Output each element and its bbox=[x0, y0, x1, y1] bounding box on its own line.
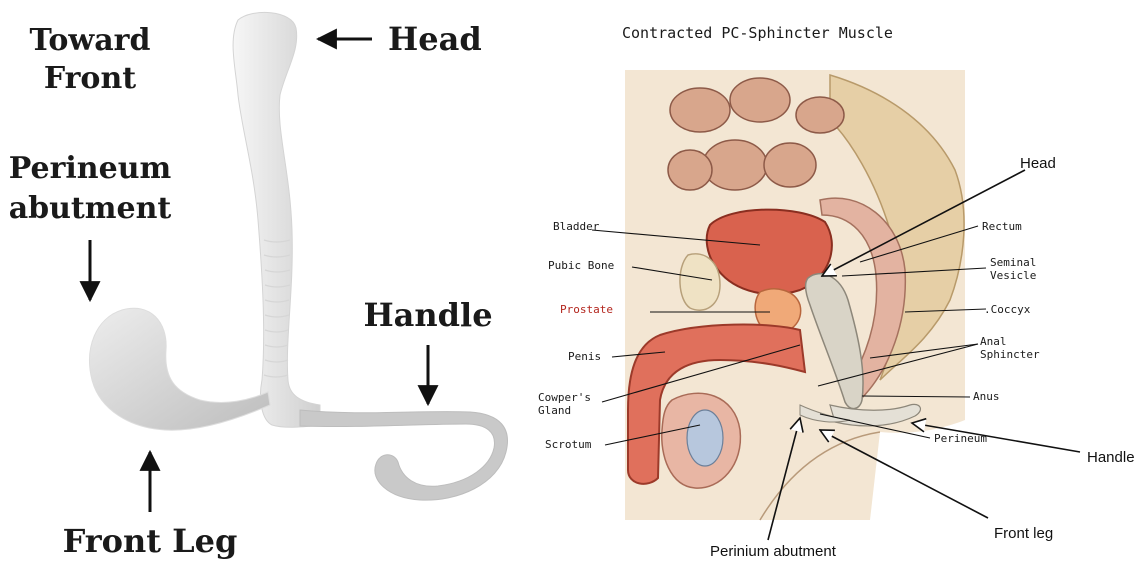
label-cowpers-gland-2: Gland bbox=[538, 404, 571, 417]
label-handle-right: Handle bbox=[1087, 449, 1135, 466]
label-seminal-vesicle-2: Vesicle bbox=[990, 269, 1036, 282]
label-pubic-bone: Pubic Bone bbox=[548, 259, 614, 272]
pubic-bone bbox=[680, 254, 720, 310]
device-illustration bbox=[90, 12, 508, 500]
label-coccyx: .Coccyx bbox=[984, 303, 1031, 316]
device-shaft bbox=[233, 12, 320, 427]
testis bbox=[687, 410, 723, 466]
label-toward-front-2: Front bbox=[44, 61, 136, 96]
anatomy-illustration bbox=[625, 70, 965, 520]
label-cowpers-gland-1: Cowper's bbox=[538, 391, 591, 404]
label-front-leg-left: Front Leg bbox=[63, 522, 238, 560]
label-head-left: Head bbox=[388, 20, 482, 58]
device-front-leg bbox=[90, 308, 270, 430]
label-perinium-abutment: Perinium abutment bbox=[710, 543, 837, 560]
label-anal-sphincter-2: Sphincter bbox=[980, 348, 1040, 361]
label-anus: Anus bbox=[973, 390, 1000, 403]
label-perineum-abutment-1: Perineum bbox=[9, 151, 172, 186]
anatomy-labels-left: Bladder Pubic Bone Prostate Penis Cowper… bbox=[538, 220, 614, 451]
label-bladder: Bladder bbox=[553, 220, 600, 233]
label-toward-front-1: Toward bbox=[30, 23, 151, 58]
label-seminal-vesicle-1: Seminal bbox=[990, 256, 1036, 269]
label-head-right: Head bbox=[1020, 155, 1056, 172]
device-handle bbox=[300, 410, 508, 500]
anatomy-title: Contracted PC-Sphincter Muscle bbox=[622, 24, 893, 42]
label-penis: Penis bbox=[568, 350, 601, 363]
label-anal-sphincter-1: Anal bbox=[980, 335, 1007, 348]
label-rectum: Rectum bbox=[982, 220, 1022, 233]
label-prostate: Prostate bbox=[560, 303, 613, 316]
label-front-leg-right: Front leg bbox=[994, 525, 1053, 542]
label-scrotum: Scrotum bbox=[545, 438, 592, 451]
label-handle-left: Handle bbox=[363, 296, 492, 334]
label-perineum-abutment-2: abutment bbox=[9, 191, 172, 226]
